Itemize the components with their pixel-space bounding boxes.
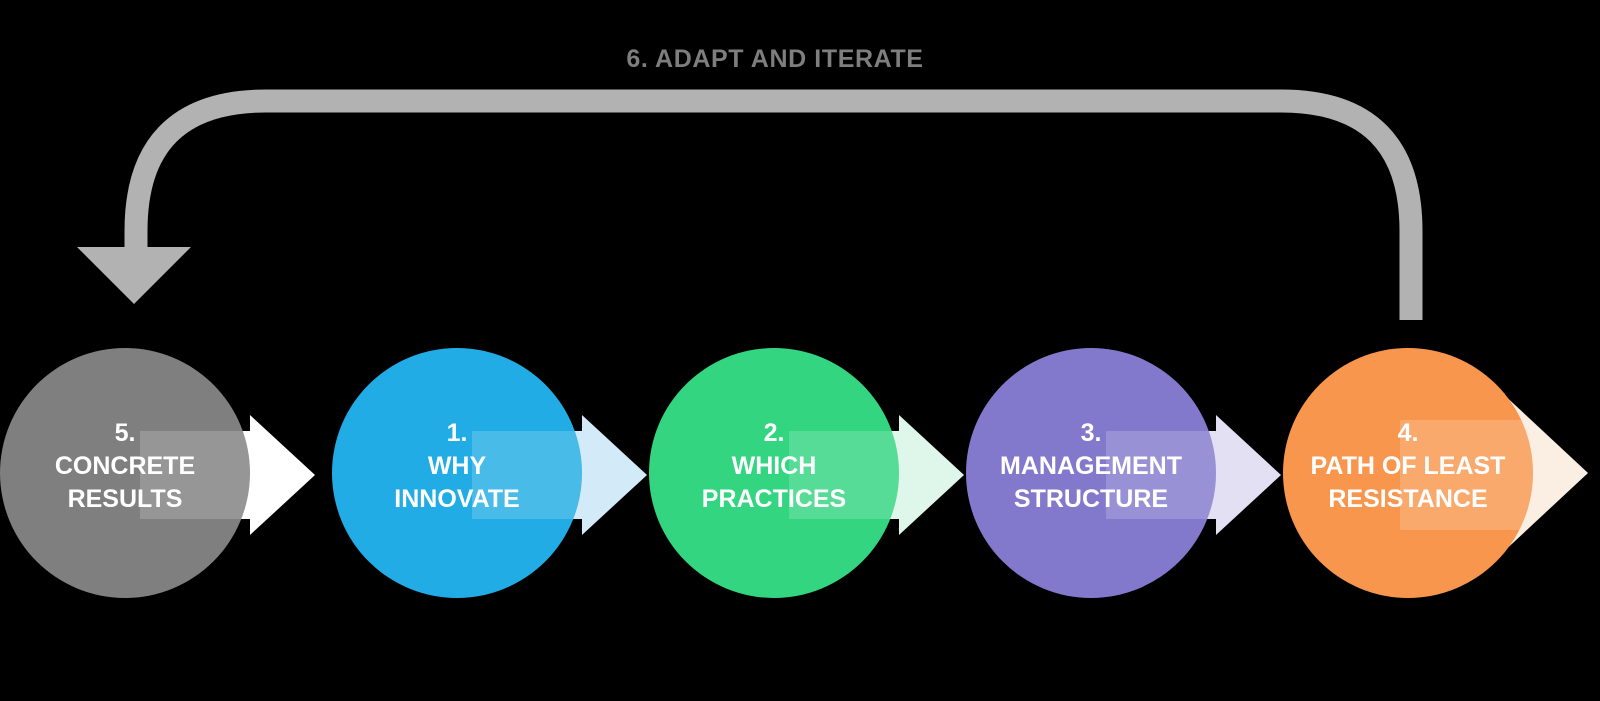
arrow-right-icon [899, 415, 964, 535]
step-2: 2. WHICH PRACTICES [649, 348, 989, 598]
step-text: 1. WHY INNOVATE [332, 341, 582, 591]
loop-label: 6. ADAPT AND ITERATE [626, 45, 924, 73]
step-circle [332, 348, 582, 598]
step-label: PATH OF LEAST RESISTANCE [1310, 451, 1506, 513]
arrow-band-overlay [140, 431, 250, 519]
arrow-band-overlay [1400, 420, 1533, 530]
step-5: 5. CONCRETE RESULTS [0, 348, 340, 598]
step-text: 2. WHICH PRACTICES [649, 341, 899, 591]
step-text: 5. CONCRETE RESULTS [0, 341, 250, 591]
step-1: 1. WHY INNOVATE [332, 348, 672, 598]
step-3: 3. MANAGEMENT STRUCTURE [966, 348, 1306, 598]
arrow-right-icon [582, 415, 647, 535]
step-number: 3. [1080, 418, 1102, 447]
step-label: CONCRETE RESULTS [54, 451, 196, 513]
step-text: 4. PATH OF LEAST RESISTANCE [1283, 341, 1533, 591]
step-circle [966, 348, 1216, 598]
arrow-right-icon [1216, 415, 1281, 535]
arrow-down-icon [77, 247, 191, 304]
step-number: 4. [1397, 418, 1419, 447]
step-number: 1. [446, 418, 468, 447]
step-number: 5. [114, 418, 136, 447]
step-label: MANAGEMENT STRUCTURE [1000, 451, 1182, 513]
step-number: 2. [763, 418, 785, 447]
arrow-band-overlay [472, 431, 582, 519]
step-text: 3. MANAGEMENT STRUCTURE [966, 341, 1216, 591]
iterate-loop-path [124, 89, 1423, 320]
arrow-right-icon [250, 415, 315, 535]
arrow-band-overlay [789, 431, 899, 519]
step-4: 4. PATH OF LEAST RESISTANCE [1283, 348, 1600, 598]
step-label: WHICH PRACTICES [701, 451, 847, 513]
arrow-band-overlay [1106, 431, 1216, 519]
step-circle [1283, 348, 1533, 598]
step-circle [649, 348, 899, 598]
step-circle [0, 348, 250, 598]
step-label: WHY INNOVATE [394, 451, 520, 513]
